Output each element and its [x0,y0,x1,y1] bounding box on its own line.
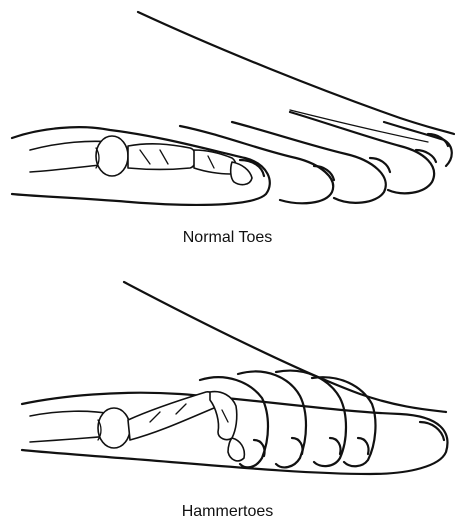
proximal-phalanx [128,392,216,440]
fourth-toe-outline [290,112,434,193]
metatarsal-head [96,136,128,176]
metatarsal-head [98,408,130,448]
fourth-toe-nail [330,438,341,454]
distal-phalanx [228,438,244,461]
fifth-toe-nail [358,438,369,454]
hammertoe-foot-drawing [0,262,455,500]
big-toe-nail [420,422,444,440]
third-toe-nail [292,438,303,454]
hammertoes-caption: Hammertoes [0,503,455,521]
hammertoes-illustration [0,262,455,500]
fifth-toe-outline [312,377,375,466]
proximal-phalanx [128,144,196,170]
distal-phalanx [231,162,252,185]
fourth-toe-nail [416,150,436,162]
normal-toes-caption: Normal Toes [0,229,455,247]
foot-dorsum-outline [138,12,454,134]
normal-toes-illustration [0,0,455,222]
foot-contour-line [290,110,428,142]
normal-foot-drawing [0,0,455,222]
